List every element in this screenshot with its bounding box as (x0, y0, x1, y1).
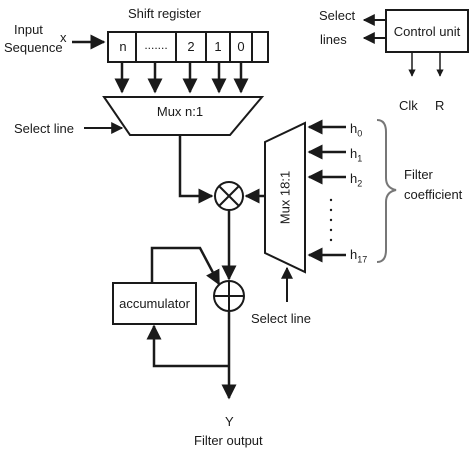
mux-n-label: Mux n:1 (156, 104, 204, 119)
output-to-accumulator-wire (146, 324, 229, 368)
shift-register-cell-n: n (119, 39, 127, 54)
shift-register-box (107, 31, 269, 63)
mux-n-select-label: Select line (14, 121, 74, 136)
input-symbol: x (60, 30, 67, 45)
coefficient-arrows (307, 119, 346, 263)
select-lines-label-line1: Select (319, 8, 356, 23)
reset-label: R (435, 98, 445, 113)
coefficient-h0: h0 (350, 121, 363, 139)
mux-18-shape (264, 121, 306, 274)
register-to-mux-arrows (114, 62, 249, 94)
shift-register-cell-1: 1 (214, 39, 222, 54)
input-label-line2: Sequence (4, 40, 63, 55)
filter-coefficient-label-line2: coefficient (404, 187, 463, 202)
shift-register (107, 31, 269, 63)
shift-register-title: Shift register (128, 6, 201, 21)
filter-coefficient-brace (376, 119, 397, 263)
shift-register-cell-2: 2 (187, 39, 195, 54)
select-lines-label-line2: lines (320, 32, 347, 47)
output-symbol: Y (225, 414, 234, 429)
coefficient-h1: h1 (350, 146, 363, 164)
output-label: Filter output (194, 433, 263, 448)
coefficient-h2: h2 (350, 171, 363, 189)
mux-n-output-wire (178, 135, 214, 204)
shift-register-cell-dots: ....... (144, 38, 168, 52)
multiplier (214, 181, 244, 211)
coefficient-dots (329, 198, 333, 242)
clk-label: Clk (399, 98, 418, 113)
coefficient-h17: h17 (350, 247, 368, 265)
accumulator-feedback-wire (150, 246, 221, 286)
filter-coefficient-label-line1: Filter (404, 167, 433, 182)
mux-18-select-label: Select line (251, 311, 311, 326)
shift-register-cell-0: 0 (237, 39, 245, 54)
control-unit-label: Control unit (393, 24, 461, 39)
adder (213, 280, 245, 312)
input-label-line1: Input (14, 22, 43, 37)
mux-18-label: Mux 18:1 (277, 170, 293, 225)
accumulator-box (112, 282, 197, 325)
accumulator-label: accumulator (119, 296, 190, 311)
control-unit-box (385, 9, 469, 53)
